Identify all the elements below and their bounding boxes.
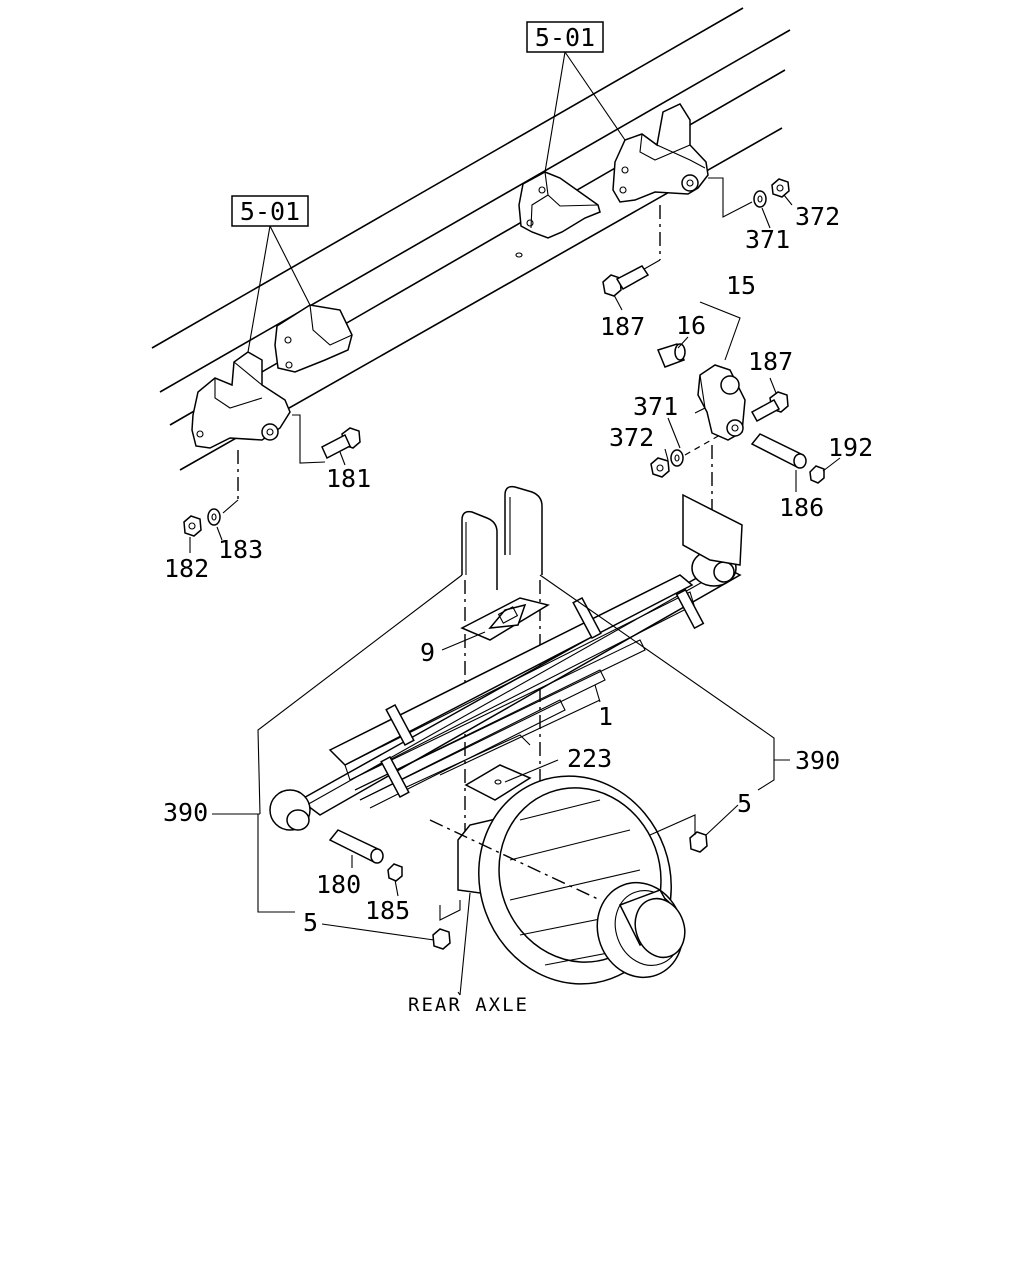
callout-9: 9 [420, 638, 435, 667]
front-hanger-upper [518, 171, 601, 239]
callout-183: 183 [218, 535, 263, 564]
pin-186 [750, 433, 807, 469]
pin-180 [328, 829, 384, 864]
callout-372-right: 372 [609, 423, 654, 452]
nut-182 [183, 515, 202, 537]
washer-371-right [670, 449, 684, 467]
callout-390-right: 390 [795, 746, 840, 775]
washer-183 [207, 508, 221, 526]
callout-187-right: 187 [748, 347, 793, 376]
reference-label: 5-01 [535, 23, 595, 52]
callout-182: 182 [164, 554, 209, 583]
grease-nipple-192 [809, 465, 825, 484]
bolt-181 [321, 427, 361, 460]
callout-223: 223 [567, 744, 612, 773]
shackle-15 [694, 364, 746, 441]
callout-16: 16 [676, 311, 706, 340]
leaf-spring-1 [269, 549, 742, 831]
callout-5-right: 5 [737, 789, 752, 818]
callout-192: 192 [828, 433, 873, 462]
bolt-187-right [750, 391, 789, 423]
bushing-16 [656, 343, 686, 368]
nut-5-right [689, 831, 708, 853]
u-bolt-front [461, 510, 498, 590]
reference-label: 5-01 [240, 197, 300, 226]
callout-5-left: 5 [303, 908, 318, 937]
rear-hanger-lower [191, 351, 291, 449]
callout-187-top: 187 [600, 312, 645, 341]
callout-15: 15 [726, 271, 756, 300]
callout-390-left: 390 [163, 798, 208, 827]
bolt-187-top [602, 265, 650, 297]
callout-181: 181 [326, 464, 371, 493]
callout-372-top: 372 [795, 202, 840, 231]
callout-185: 185 [365, 896, 410, 925]
nut-372-right [650, 457, 670, 478]
callout-371-top: 371 [745, 225, 790, 254]
callout-1: 1 [598, 702, 613, 731]
spring-bracket-right [682, 493, 743, 566]
u-bolt-rear [504, 485, 543, 575]
callout-186: 186 [779, 493, 824, 522]
shim-223 [464, 764, 532, 801]
washer-371-top [753, 190, 767, 208]
rear-axle-housing [429, 775, 686, 985]
callout-371-right: 371 [633, 392, 678, 421]
rear-hanger-upper [612, 103, 709, 203]
rear-axle-label: REAR AXLE [408, 994, 529, 1016]
spring-seat-9 [460, 597, 550, 641]
grease-nipple-185 [387, 863, 403, 882]
nut-372-top [771, 178, 790, 198]
nut-5-left [432, 928, 451, 950]
reference-box-left: 5-01 [231, 195, 311, 353]
front-hanger-lower [274, 304, 353, 373]
reference-box-upper: 5-01 [526, 21, 626, 173]
callout-180: 180 [316, 870, 361, 899]
leader-lines [189, 194, 841, 996]
